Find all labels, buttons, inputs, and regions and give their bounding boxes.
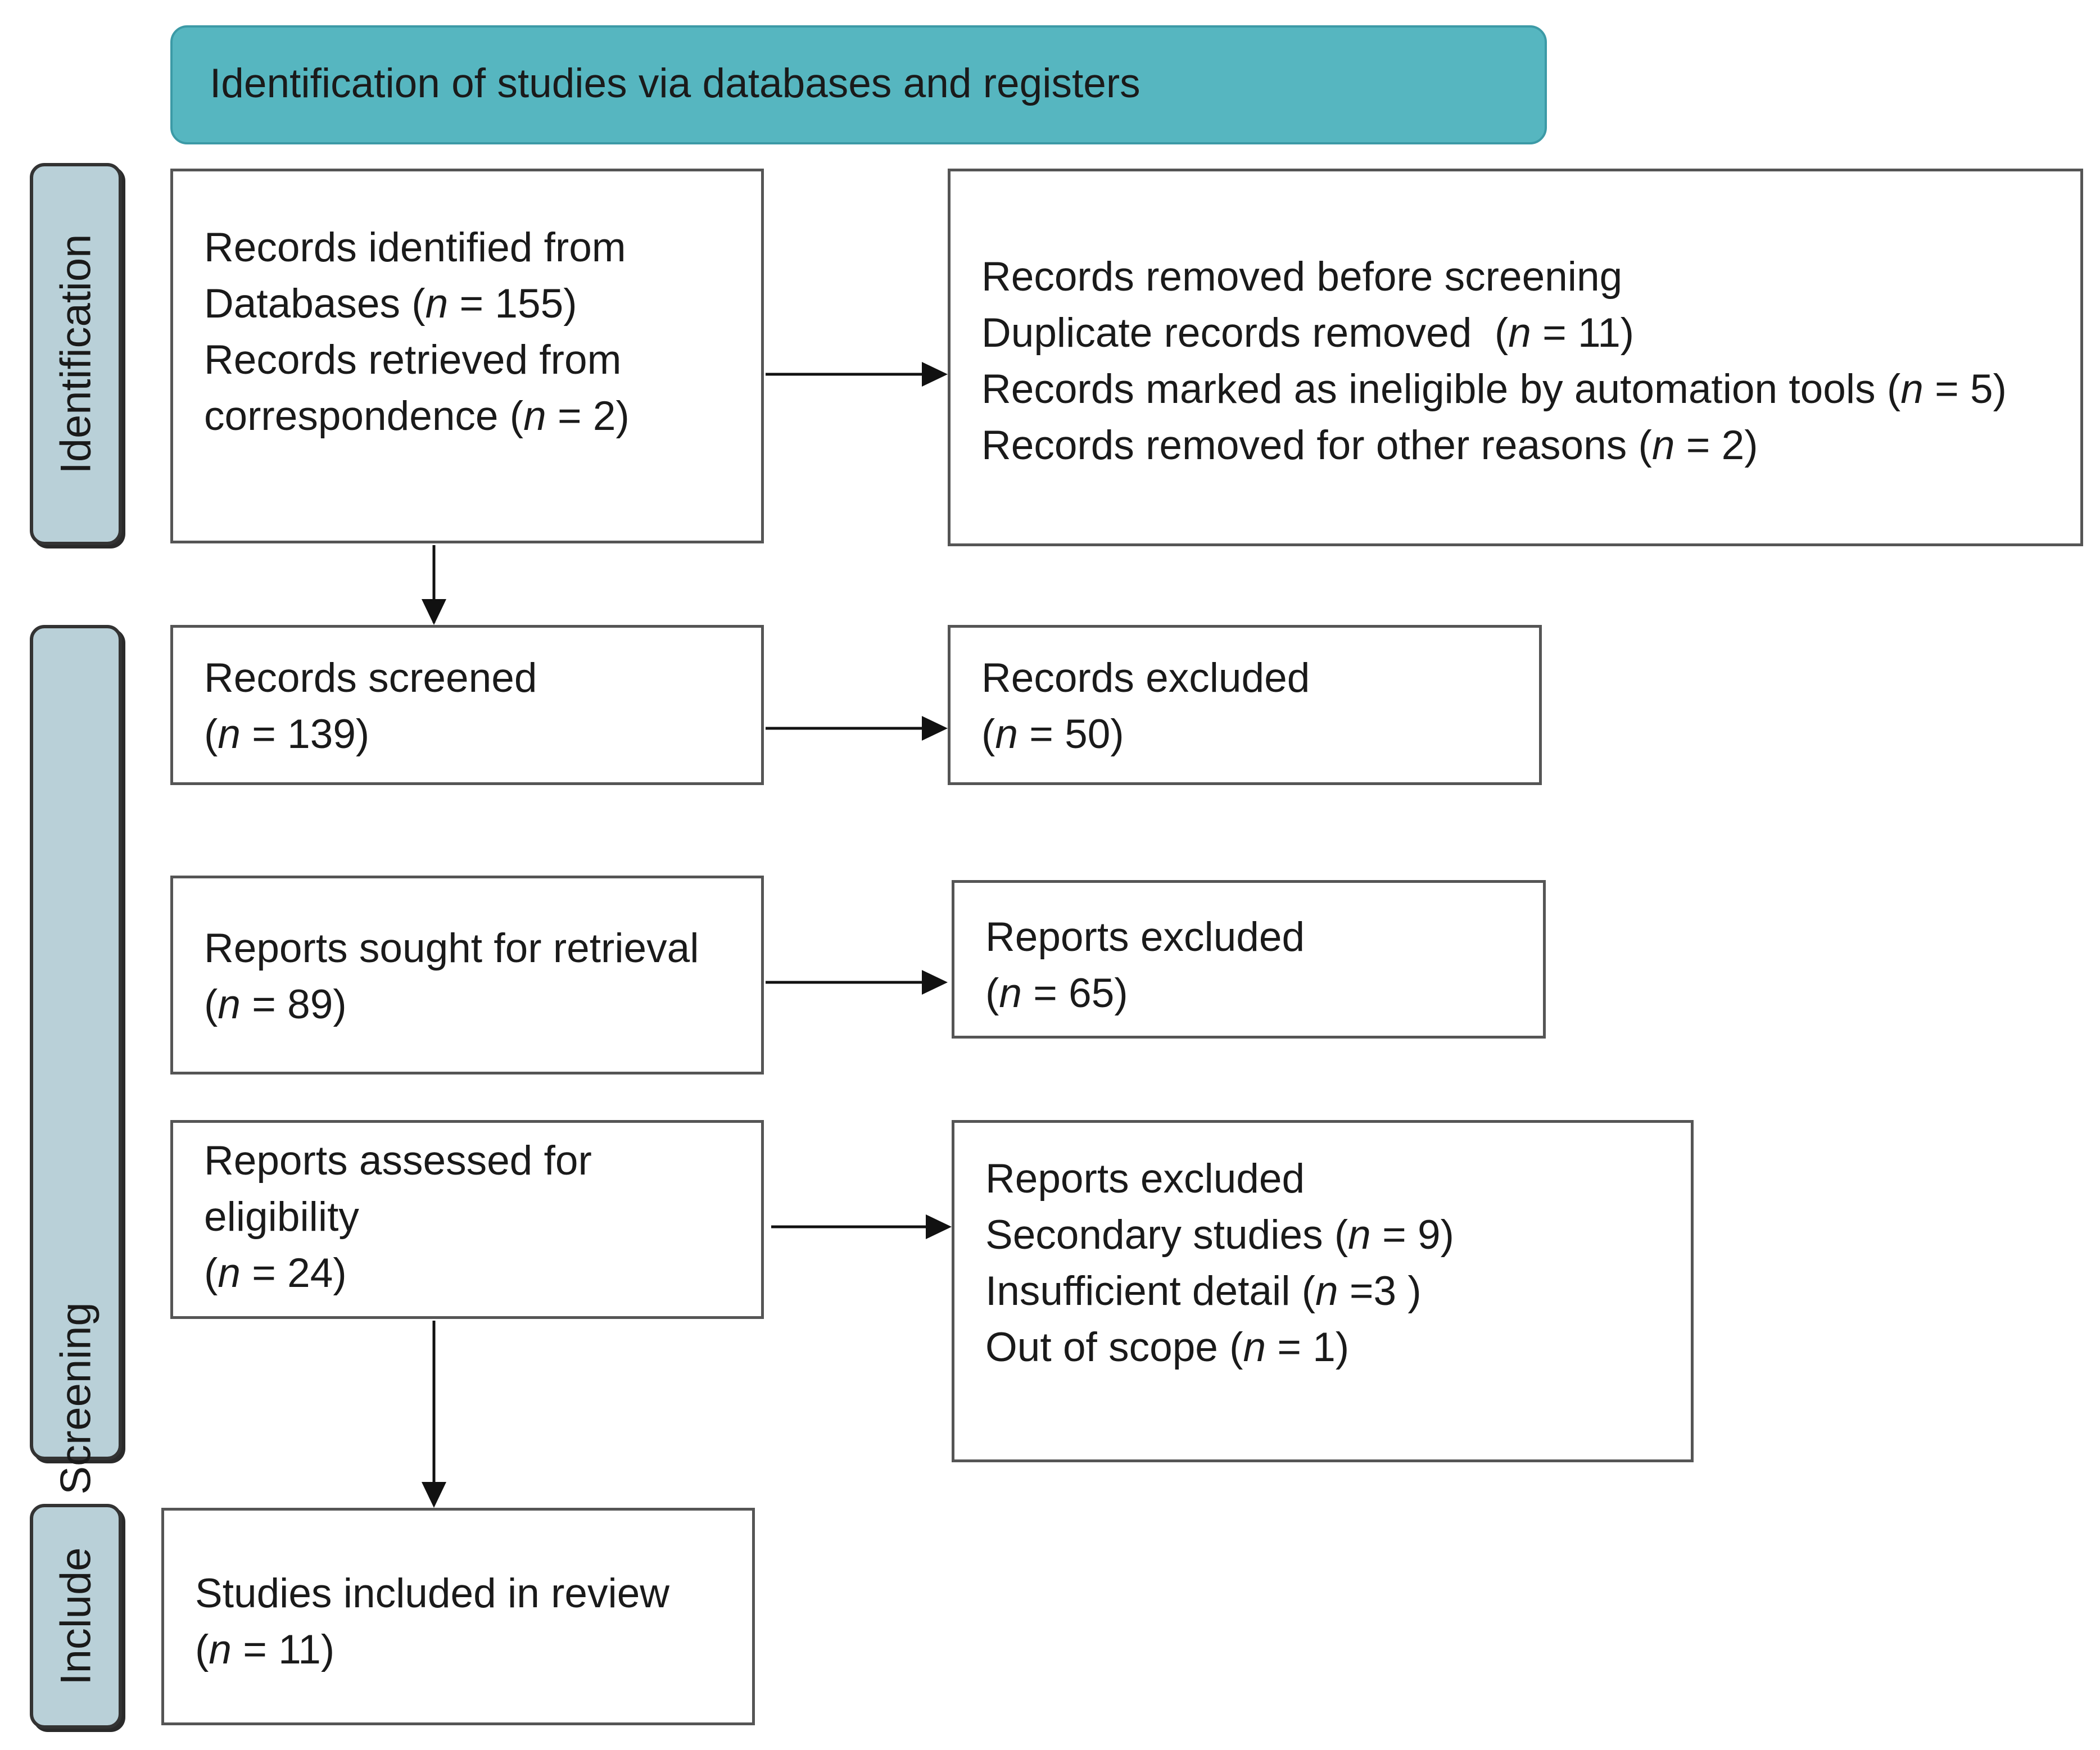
box-line: Reports excluded: [985, 909, 1543, 965]
count-symbol: n: [209, 1627, 232, 1672]
count-value: = 65): [1021, 971, 1128, 1016]
box-line: Insufficient detail (n =3 ): [985, 1263, 1691, 1320]
arrowhead-assessed-to-excluded: [926, 1214, 952, 1239]
box-line: Reports sought for retrieval: [204, 921, 761, 977]
reports-sought-box: Reports sought for retrieval (n = 89): [170, 876, 764, 1075]
count-value: = 24): [240, 1250, 347, 1296]
box-line: (n = 89): [204, 977, 761, 1033]
line-text: (: [981, 711, 995, 757]
count-symbol: n: [1243, 1325, 1266, 1370]
count-symbol: n: [1651, 423, 1675, 468]
count-value: = 50): [1017, 711, 1124, 757]
count-value: = 1): [1266, 1325, 1350, 1370]
count-symbol: n: [523, 393, 546, 439]
count-value: = 2): [1674, 423, 1758, 468]
box-line: Duplicate records removed (n = 11): [981, 305, 2080, 361]
box-line: correspondence (n = 2): [204, 388, 761, 445]
line-text: Duplicate records removed (: [981, 310, 1509, 356]
line-text: Records screened: [204, 655, 537, 701]
count-value: = 5): [1923, 366, 2007, 412]
line-text: (: [204, 1250, 218, 1296]
count-symbol: n: [1900, 366, 1924, 412]
count-symbol: n: [218, 982, 241, 1027]
box-line: (n = 50): [981, 706, 1539, 763]
line-text: Insufficient detail (: [985, 1268, 1316, 1314]
box-line: Records marked as ineligible by automati…: [981, 361, 2080, 418]
phase-tab-identification: Identification: [30, 163, 122, 545]
arrowhead-screened-to-excluded: [922, 716, 948, 741]
box-line: Records identified from: [204, 220, 761, 276]
count-symbol: n: [1348, 1212, 1371, 1258]
count-symbol: n: [995, 711, 1018, 757]
reports-not-retrieved-box: Reports excluded (n = 65): [952, 880, 1546, 1039]
box-line: Records screened: [204, 650, 761, 706]
reports-assessed-box: Reports assessed for eligibility (n = 24): [170, 1120, 764, 1319]
count-symbol: n: [218, 1250, 241, 1296]
line-text: (: [204, 982, 218, 1027]
count-symbol: n: [999, 971, 1022, 1016]
count-symbol: n: [1315, 1268, 1338, 1314]
phase-tab-include: Include: [30, 1504, 122, 1729]
box-line: Records removed before screening: [981, 249, 2080, 305]
line-text: Secondary studies (: [985, 1212, 1348, 1258]
studies-included-box: Studies included in review (n = 11): [161, 1508, 755, 1725]
line-text: (: [204, 711, 218, 757]
line-text: Records removed for other reasons (: [981, 423, 1652, 468]
line-text: eligibility: [204, 1194, 359, 1240]
box-line: (n = 65): [985, 965, 1543, 1022]
count-value: = 155): [448, 281, 577, 327]
box-line: Databases (n = 155): [204, 276, 761, 332]
box-line: Secondary studies (n = 9): [985, 1207, 1691, 1263]
box-line: Reports assessed for: [204, 1133, 761, 1189]
count-value: = 2): [546, 393, 630, 439]
line-text: Records marked as ineligible by automati…: [981, 366, 1901, 412]
line-text: Records removed before screening: [981, 254, 1623, 300]
phase-tab-screening: Screening: [30, 625, 122, 1495]
count-value: = 11): [1531, 310, 1635, 356]
box-line: Reports excluded: [985, 1151, 1691, 1207]
line-text: Records excluded: [981, 655, 1310, 701]
box-line: (n = 11): [195, 1622, 752, 1678]
count-symbol: n: [218, 711, 241, 757]
arrowhead-identified-to-removed: [922, 362, 948, 387]
count-value: = 9): [1370, 1212, 1454, 1258]
box-line: (n = 24): [204, 1245, 761, 1302]
line-text: Reports excluded: [985, 914, 1305, 960]
box-line: Out of scope (n = 1): [985, 1320, 1691, 1376]
line-text: Studies included in review: [195, 1571, 670, 1616]
box-line: Records retrieved from: [204, 332, 761, 388]
arrowhead-identified-to-screened: [422, 599, 446, 625]
count-value: = 139): [240, 711, 370, 757]
records-screened-box: Records screened (n = 139): [170, 625, 764, 785]
line-text: Reports sought for retrieval: [204, 926, 699, 971]
line-text: Out of scope (: [985, 1325, 1243, 1370]
line-text: Records identified from: [204, 225, 626, 270]
line-text: Databases (: [204, 281, 426, 327]
line-text: Records retrieved from: [204, 337, 622, 383]
line-text: correspondence (: [204, 393, 524, 439]
count-value: = 11): [231, 1627, 335, 1672]
box-line: Records removed for other reasons (n = 2…: [981, 418, 2080, 474]
count-value: = 89): [240, 982, 347, 1027]
header-banner: Identification of studies via databases …: [170, 25, 1547, 144]
arrowhead-sought-to-not-retrieved: [922, 970, 948, 995]
records-excluded-box: Records excluded (n = 50): [948, 625, 1542, 785]
box-line: (n = 139): [204, 706, 761, 763]
box-line: Studies included in review: [195, 1566, 752, 1622]
box-line: eligibility: [204, 1189, 761, 1245]
line-text: Reports excluded: [985, 1156, 1305, 1202]
line-text: (: [985, 971, 999, 1016]
count-value: =3 ): [1338, 1268, 1422, 1314]
line-text: (: [195, 1627, 209, 1672]
arrowhead-assessed-to-included: [422, 1482, 446, 1508]
count-symbol: n: [1508, 310, 1531, 356]
count-symbol: n: [425, 281, 449, 327]
line-text: Reports assessed for: [204, 1138, 592, 1184]
box-line: Records excluded: [981, 650, 1539, 706]
